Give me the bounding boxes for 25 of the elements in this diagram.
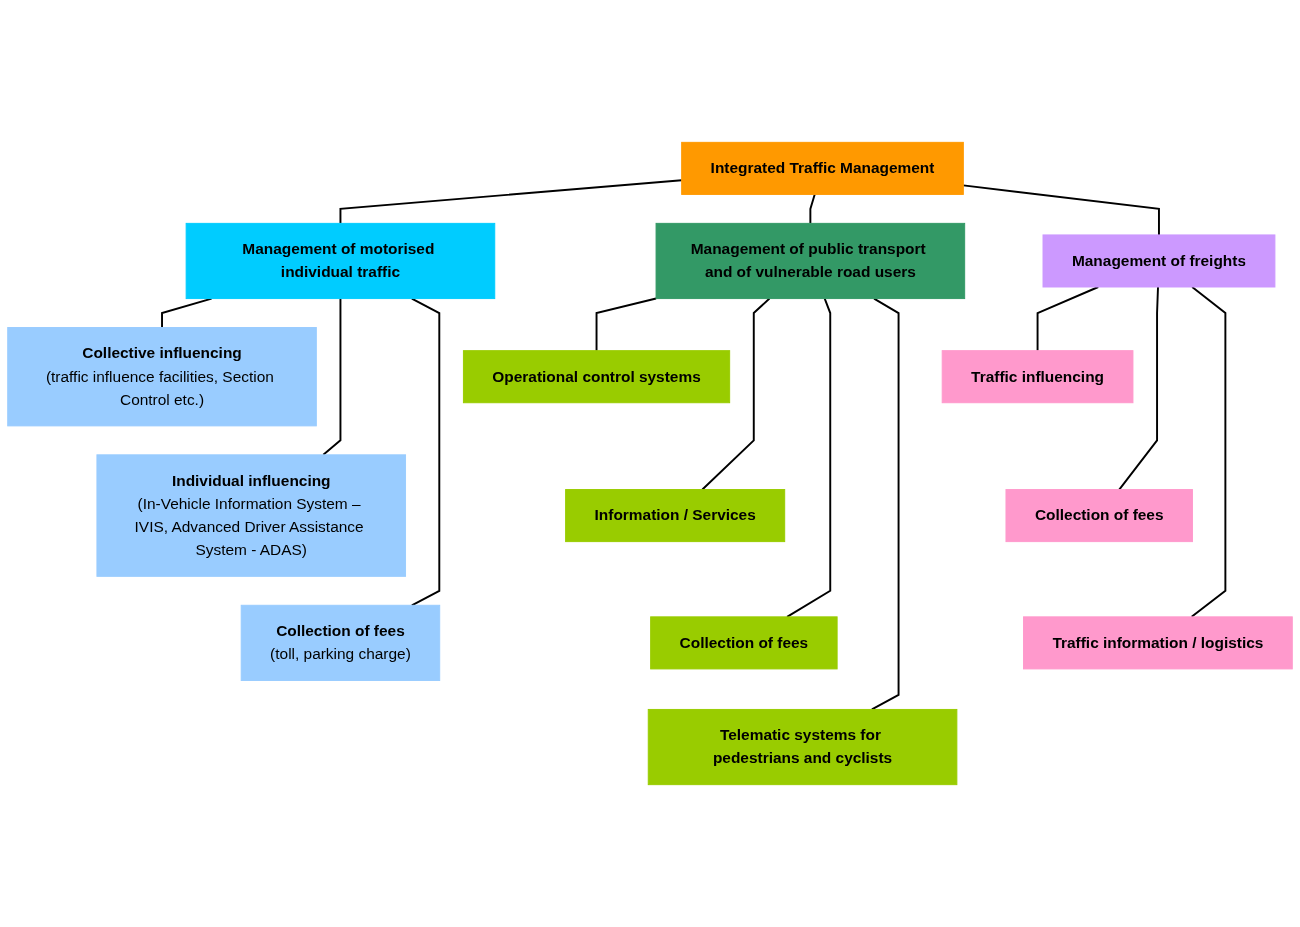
connector (322, 297, 342, 456)
connector (339, 179, 683, 225)
connector (1190, 286, 1227, 618)
node-box: Traffic information / logistics (1023, 616, 1293, 670)
connector (410, 297, 441, 607)
node-box: Collection of fees (650, 616, 838, 670)
connector (701, 297, 771, 491)
connector (1118, 286, 1159, 491)
node-box: Management of freights (1042, 234, 1276, 288)
connector (809, 193, 816, 225)
connector (786, 297, 832, 618)
connector (870, 297, 900, 711)
node-box: Information / Services (565, 489, 786, 543)
connector (161, 297, 213, 329)
node-box: Management of public transport and of vulnerable road users (655, 222, 966, 300)
node-box: Integrated Traffic Management (681, 141, 964, 195)
connector (962, 184, 1160, 236)
node-box: Collection of fees (1005, 489, 1193, 543)
node-box: Operational control systems (462, 350, 731, 404)
node-box: Traffic influencing (941, 350, 1134, 404)
node-box: Collective influencing (traffic influence facilities, Section Control etc.) (7, 327, 317, 427)
node-box: Management of motorised individual traffic (185, 222, 496, 300)
node-box: Telematic systems for pedestrians and cyclists (647, 708, 958, 786)
node-box: Individual influencing (In-Vehicle Information System – IVIS, Advanced Driver Assistance System - ADAS) (96, 454, 407, 577)
node-box: Collection of fees (toll, parking charge) (240, 604, 441, 681)
